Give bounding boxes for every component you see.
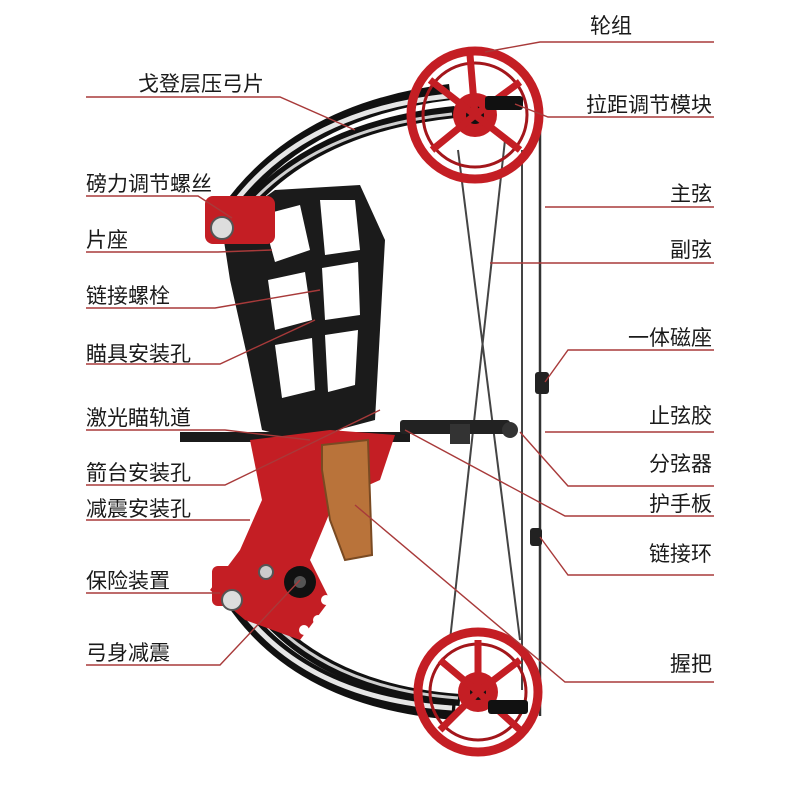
label-limb-pocket: 片座	[86, 228, 128, 252]
leader-lines-right	[354, 41, 714, 683]
label-magnet-seat: 一体磁座	[628, 326, 712, 350]
label-d-loop-ring: 链接环	[649, 542, 712, 566]
strings	[449, 98, 542, 716]
label-draw-length-module: 拉距调节模块	[586, 93, 712, 117]
magnet-seat-mark	[535, 372, 549, 394]
label-cable-splitter: 分弦器	[649, 452, 712, 476]
arrow-rest	[400, 420, 518, 444]
label-limb-damper: 弓身减震	[86, 641, 170, 665]
label-string-stopper: 止弦胶	[649, 404, 712, 428]
label-ge-deng-laminated-limb: 戈登层压弓片	[138, 72, 264, 96]
label-laser-sight-rail: 激光瞄轨道	[86, 406, 191, 430]
weight-screw-housing	[205, 196, 275, 244]
label-main-string: 主弦	[670, 182, 712, 206]
label-weight-adjust-screw: 磅力调节螺丝	[86, 172, 212, 196]
label-hand-guard-plate: 护手板	[649, 492, 712, 516]
d-loop-mark	[530, 528, 542, 546]
lower-cam	[413, 627, 543, 757]
label-sight-mount-hole: 瞄具安装孔	[86, 342, 191, 366]
upper-cam	[406, 46, 544, 184]
label-safety-device: 保险装置	[86, 569, 170, 593]
riser-upper	[222, 185, 385, 440]
label-cam-set: 轮组	[590, 14, 632, 38]
leader-lines-left	[86, 96, 381, 666]
label-arrow-rest-mount-hole: 箭台安装孔	[86, 461, 191, 485]
label-cable: 副弦	[670, 238, 712, 262]
label-stabilizer-mount-hole: 减震安装孔	[86, 497, 191, 521]
label-grip: 握把	[670, 652, 712, 676]
draw-module-block	[485, 96, 523, 110]
wooden-grip	[321, 438, 374, 562]
label-link-bolt: 链接螺栓	[86, 284, 170, 308]
